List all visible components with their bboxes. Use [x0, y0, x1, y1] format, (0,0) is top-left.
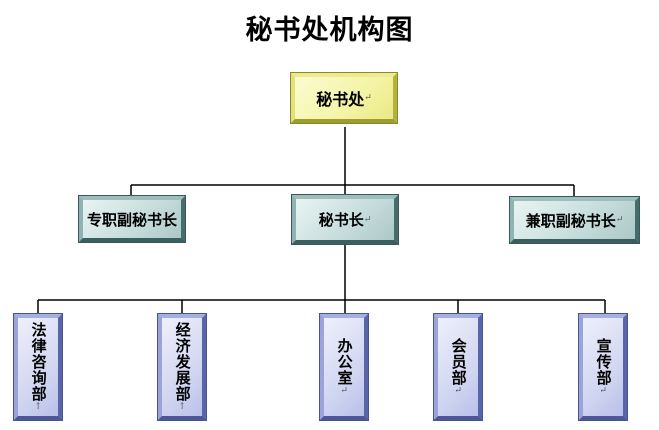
node-economic-development: 经济发展部↑ [157, 313, 207, 421]
return-mark-icon: ↵ [339, 385, 350, 397]
return-mark-icon: ↵ [615, 215, 624, 225]
node-publicity: 宣传部↵ [578, 313, 628, 421]
node-legal-consulting: 法律咨询部↑ [13, 313, 63, 421]
node-membership: 会员部↵ [433, 313, 483, 421]
return-mark-icon: ↵ [453, 385, 464, 397]
node-parttime-deputy-label: 兼职副秘书长 [525, 211, 616, 230]
return-mark-icon: ↵ [363, 214, 372, 225]
node-secretariat: 秘书处↵ [290, 72, 398, 124]
node-legal-consulting-label: 法律咨询部 [29, 321, 48, 402]
node-economic-development-label: 经济发展部 [173, 321, 192, 402]
node-office: 办公室↵ [319, 313, 369, 421]
return-mark-icon: ↵ [364, 93, 372, 103]
return-mark-icon: ↑ [177, 401, 188, 413]
node-fulltime-deputy-label: 专职副秘书长 [86, 210, 177, 229]
node-secretary-general: 秘书长↵ [291, 194, 399, 245]
node-membership-label: 会员部 [449, 337, 468, 386]
return-mark-icon: ↑ [33, 401, 44, 413]
node-fulltime-deputy-secretary: 专职副秘书长 [78, 195, 186, 243]
node-secretariat-label: 秘书处 [316, 90, 365, 109]
return-mark-icon: ↵ [598, 385, 609, 397]
node-publicity-label: 宣传部 [594, 337, 613, 386]
node-parttime-deputy-secretary: 兼职副秘书长↵ [509, 196, 640, 244]
node-office-label: 办公室 [335, 337, 354, 386]
node-secretary-general-label: 秘书长 [318, 211, 364, 229]
chart-title: 秘书处机构图 [245, 15, 414, 46]
